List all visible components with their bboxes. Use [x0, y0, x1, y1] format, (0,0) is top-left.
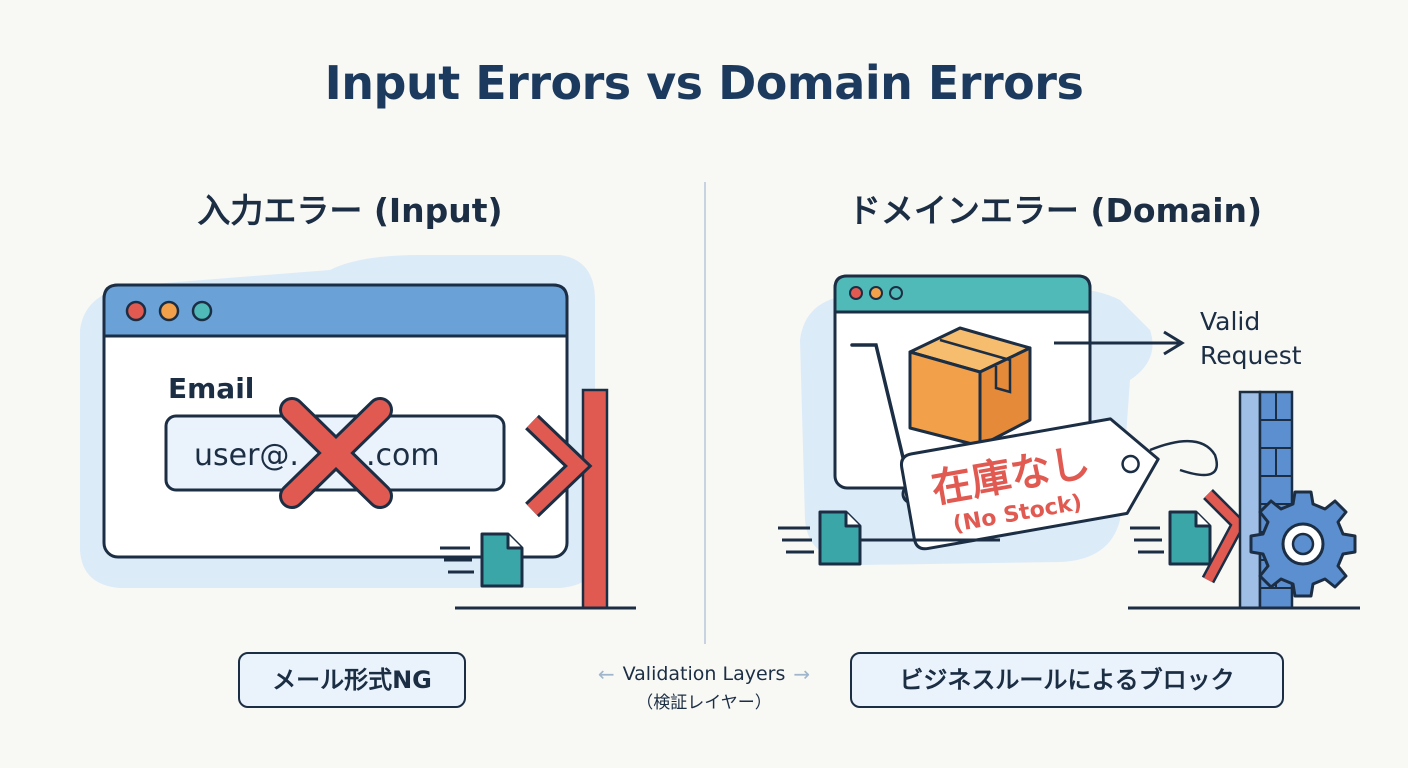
- email-label: Email: [168, 372, 254, 405]
- package-box-icon: [908, 326, 1032, 448]
- document-icon: [778, 510, 1000, 566]
- valid-label: Valid: [1200, 307, 1260, 336]
- request-label: Request: [1200, 341, 1302, 370]
- main-title: Input Errors vs Domain Errors: [324, 56, 1084, 110]
- wall-barrier-icon: [455, 388, 636, 610]
- validation-layers-label: ← Validation Layers → （検証レイヤー）: [572, 662, 836, 713]
- domain-panel-title: ドメインエラー (Domain): [847, 191, 1263, 230]
- document-icon: [440, 532, 524, 588]
- arrow-left-icon: ←: [597, 662, 615, 686]
- input-result-tag: メール形式NG: [238, 652, 466, 708]
- window-dots-icon: [125, 300, 213, 322]
- input-panel-title: 入力エラー (Input): [197, 191, 503, 230]
- document-icon: [1130, 510, 1212, 566]
- validation-layers-text: Validation Layers: [622, 663, 786, 685]
- arrow-right-icon: →: [793, 662, 811, 686]
- window-dots-icon: [849, 286, 903, 300]
- gear-icon: [1249, 490, 1357, 598]
- cross-mark-icon: [1201, 489, 1247, 584]
- domain-result-tag: ビジネスルールによるブロック: [850, 652, 1284, 708]
- center-divider: [704, 182, 706, 644]
- email-value-left: user@.: [194, 438, 299, 473]
- validation-layers-subtext: （検証レイヤー）: [636, 693, 772, 713]
- cross-mark-icon: [279, 397, 393, 509]
- price-tag-icon: 在庫なし (No Stock): [899, 417, 1218, 551]
- email-value-right: .com: [366, 438, 440, 473]
- valid-request-arrow: [1054, 330, 1185, 356]
